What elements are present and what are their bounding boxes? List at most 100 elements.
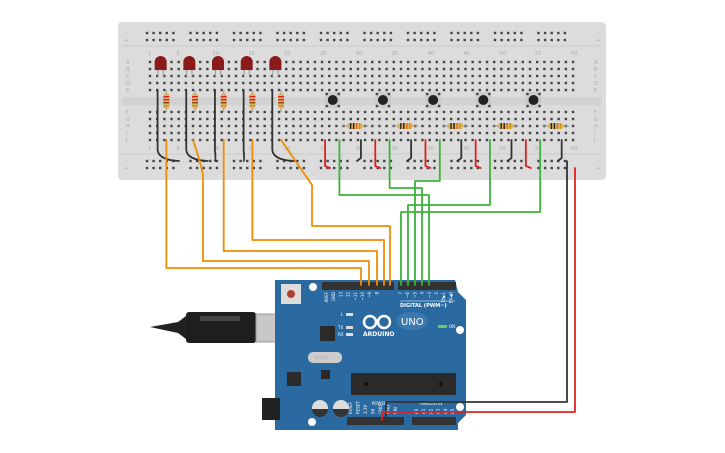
- breadboard-hole[interactable]: [170, 124, 173, 128]
- breadboard-hole[interactable]: [263, 117, 266, 121]
- rail-hole[interactable]: [413, 31, 416, 35]
- rail-hole[interactable]: [493, 166, 497, 170]
- breadboard-hole[interactable]: [414, 117, 417, 121]
- rail-hole[interactable]: [563, 31, 567, 35]
- rail-hole[interactable]: [470, 38, 473, 42]
- breadboard-hole[interactable]: [471, 74, 474, 78]
- rail-hole[interactable]: [165, 38, 168, 42]
- breadboard-hole[interactable]: [356, 131, 360, 135]
- breadboard-hole[interactable]: [363, 74, 367, 78]
- breadboard-hole[interactable]: [535, 67, 539, 71]
- rail-hole[interactable]: [215, 38, 219, 42]
- breadboard-hole[interactable]: [521, 81, 525, 85]
- rail-hole[interactable]: [550, 38, 553, 42]
- breadboard-hole[interactable]: [435, 117, 438, 121]
- breadboard-hole[interactable]: [242, 74, 245, 78]
- breadboard-hole[interactable]: [148, 131, 152, 135]
- rail-hole[interactable]: [302, 159, 306, 163]
- breadboard-hole[interactable]: [256, 88, 259, 92]
- breadboard-hole[interactable]: [478, 74, 482, 78]
- rail-hole[interactable]: [296, 166, 299, 170]
- breadboard-hole[interactable]: [213, 81, 216, 85]
- rail-hole[interactable]: [406, 166, 410, 170]
- breadboard-hole[interactable]: [227, 67, 231, 71]
- breadboard-hole[interactable]: [392, 131, 395, 135]
- breadboard-hole[interactable]: [371, 131, 374, 135]
- breadboard-hole[interactable]: [356, 117, 360, 121]
- breadboard-hole[interactable]: [306, 88, 309, 92]
- breadboard-hole[interactable]: [550, 110, 553, 114]
- breadboard-hole[interactable]: [471, 81, 474, 85]
- breadboard-hole[interactable]: [170, 131, 173, 135]
- breadboard-hole[interactable]: [550, 131, 553, 135]
- pushbutton[interactable]: [475, 92, 492, 108]
- breadboard-hole[interactable]: [306, 60, 309, 64]
- breadboard-hole[interactable]: [299, 124, 302, 128]
- rail-hole[interactable]: [246, 166, 249, 170]
- breadboard-hole[interactable]: [328, 81, 331, 85]
- breadboard-hole[interactable]: [148, 124, 152, 128]
- breadboard-hole[interactable]: [485, 81, 489, 85]
- breadboard-hole[interactable]: [521, 117, 525, 121]
- breadboard-hole[interactable]: [528, 138, 532, 142]
- pushbutton[interactable]: [374, 92, 391, 108]
- breadboard-hole[interactable]: [177, 81, 180, 85]
- rail-hole[interactable]: [513, 38, 516, 42]
- rail-hole[interactable]: [239, 159, 242, 163]
- breadboard-hole[interactable]: [249, 124, 252, 128]
- breadboard-hole[interactable]: [285, 74, 288, 78]
- breadboard-hole[interactable]: [277, 131, 281, 135]
- breadboard-hole[interactable]: [414, 131, 417, 135]
- rail-hole[interactable]: [282, 31, 286, 35]
- breadboard-hole[interactable]: [385, 88, 388, 92]
- rail-hole[interactable]: [543, 31, 547, 35]
- breadboard-hole[interactable]: [249, 138, 252, 142]
- breadboard-hole[interactable]: [220, 81, 223, 85]
- breadboard-hole[interactable]: [514, 117, 517, 121]
- breadboard-hole[interactable]: [349, 131, 352, 135]
- breadboard-hole[interactable]: [457, 131, 460, 135]
- breadboard-hole[interactable]: [320, 124, 324, 128]
- rail-hole[interactable]: [346, 166, 349, 170]
- led[interactable]: [183, 56, 196, 77]
- breadboard-hole[interactable]: [406, 81, 410, 85]
- breadboard-hole[interactable]: [392, 74, 395, 78]
- breadboard-hole[interactable]: [328, 67, 331, 71]
- breadboard-hole[interactable]: [535, 88, 539, 92]
- breadboard-hole[interactable]: [464, 138, 467, 142]
- rail-hole[interactable]: [369, 38, 373, 42]
- breadboard-hole[interactable]: [478, 138, 482, 142]
- breadboard-hole[interactable]: [399, 60, 403, 64]
- rail-hole[interactable]: [259, 166, 262, 170]
- led[interactable]: [269, 56, 282, 77]
- breadboard-hole[interactable]: [428, 88, 431, 92]
- rail-hole[interactable]: [389, 38, 393, 42]
- breadboard-hole[interactable]: [428, 117, 431, 121]
- rail-hole[interactable]: [189, 38, 192, 42]
- breadboard-hole[interactable]: [328, 110, 331, 114]
- breadboard-hole[interactable]: [292, 138, 295, 142]
- rail-hole[interactable]: [259, 31, 262, 35]
- breadboard-hole[interactable]: [320, 60, 324, 64]
- breadboard-hole[interactable]: [571, 117, 575, 121]
- rail-hole[interactable]: [507, 38, 510, 42]
- breadboard-hole[interactable]: [371, 74, 374, 78]
- breadboard-hole[interactable]: [198, 138, 202, 142]
- breadboard-hole[interactable]: [292, 124, 295, 128]
- breadboard-hole[interactable]: [550, 81, 553, 85]
- breadboard-hole[interactable]: [421, 67, 424, 71]
- breadboard-hole[interactable]: [421, 131, 424, 135]
- breadboard-hole[interactable]: [457, 67, 460, 71]
- rail-hole[interactable]: [507, 166, 510, 170]
- breadboard-hole[interactable]: [514, 138, 517, 142]
- breadboard-hole[interactable]: [557, 60, 560, 64]
- rail-hole[interactable]: [520, 31, 523, 35]
- breadboard-hole[interactable]: [378, 67, 381, 71]
- breadboard-hole[interactable]: [521, 131, 525, 135]
- breadboard-hole[interactable]: [163, 131, 166, 135]
- breadboard-hole[interactable]: [464, 60, 467, 64]
- rail-hole[interactable]: [413, 38, 416, 42]
- breadboard-hole[interactable]: [285, 81, 288, 85]
- breadboard-hole[interactable]: [227, 124, 231, 128]
- rail-hole[interactable]: [463, 31, 466, 35]
